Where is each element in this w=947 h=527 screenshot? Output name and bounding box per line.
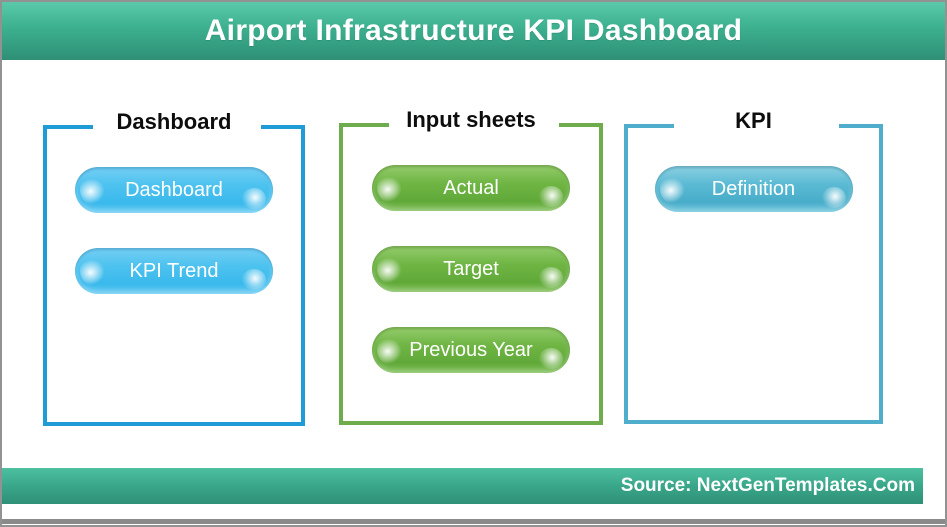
bottom-edge-line xyxy=(2,519,945,524)
actual-button[interactable]: Actual xyxy=(372,165,570,211)
button-group-dashboard: Dashboard KPI Trend xyxy=(47,125,301,294)
section-title-input-sheets: Input sheets xyxy=(406,107,536,132)
source-credit: Source: NextGenTemplates.Com xyxy=(620,475,915,496)
kpi-trend-button[interactable]: KPI Trend xyxy=(75,248,273,294)
button-group-input-sheets: Actual Target Previous Year xyxy=(343,123,599,373)
bracket-segment-right xyxy=(261,125,301,129)
page-title: Airport Infrastructure KPI Dashboard xyxy=(204,14,743,47)
section-title-kpi: KPI xyxy=(735,108,772,133)
previous-year-button[interactable]: Previous Year xyxy=(372,327,570,373)
header-banner: Airport Infrastructure KPI Dashboard xyxy=(2,2,945,60)
target-button[interactable]: Target xyxy=(372,246,570,292)
bracket-segment-right xyxy=(839,124,879,128)
footer-bar: Source: NextGenTemplates.Com xyxy=(2,468,923,504)
definition-button[interactable]: Definition xyxy=(654,166,853,212)
button-group-kpi: Definition xyxy=(628,124,879,212)
bracket-segment-left xyxy=(628,124,674,128)
section-dashboard: Dashboard Dashboard KPI Trend xyxy=(43,109,305,426)
bracket-segment-left xyxy=(47,125,93,129)
bracket-segment-right xyxy=(559,123,599,127)
section-kpi: KPI Definition xyxy=(624,108,883,424)
section-title-dashboard: Dashboard xyxy=(116,109,232,134)
bracket-segment-left xyxy=(343,123,389,127)
dashboard-button[interactable]: Dashboard xyxy=(75,167,273,213)
section-input-sheets: Input sheets Actual Target Previous Year xyxy=(339,107,603,425)
